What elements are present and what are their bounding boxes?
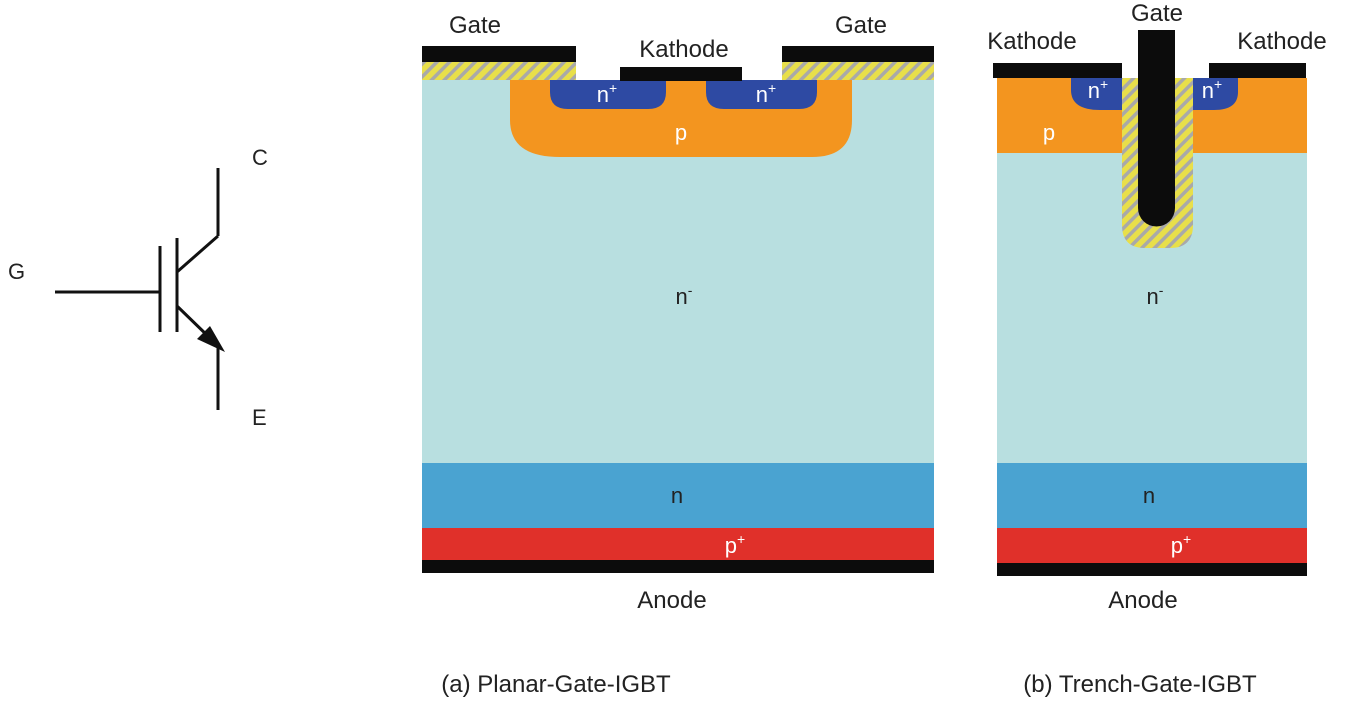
buffer-label: n bbox=[1143, 483, 1155, 508]
kathode-electrode bbox=[620, 67, 742, 81]
p-well-label: p bbox=[675, 120, 687, 145]
collector-region-label: p+ bbox=[1171, 531, 1191, 558]
anode-label: Anode bbox=[1108, 587, 1177, 614]
planar-caption: (a) Planar-Gate-IGBT bbox=[441, 671, 671, 698]
gate-electrode-right bbox=[782, 46, 934, 62]
anode-label: Anode bbox=[637, 587, 706, 614]
kathode-label-right: Kathode bbox=[1237, 28, 1326, 55]
kathode-label-left: Kathode bbox=[987, 28, 1076, 55]
n-plus-right bbox=[706, 80, 817, 109]
n-plus-left-label: n+ bbox=[597, 80, 617, 107]
gate-oxide-left bbox=[422, 62, 576, 80]
kathode-electrode-right bbox=[1209, 63, 1306, 78]
collector-label: C bbox=[252, 145, 268, 170]
drift-label: n- bbox=[1147, 282, 1164, 309]
kathode-label: Kathode bbox=[639, 36, 728, 63]
collector-region-label: p+ bbox=[725, 531, 745, 558]
collector-layer bbox=[997, 528, 1307, 563]
buffer-layer bbox=[422, 463, 934, 528]
n-plus-right bbox=[1190, 78, 1238, 110]
n-plus-right-label: n+ bbox=[756, 80, 776, 107]
anode-metal bbox=[997, 563, 1307, 576]
anode-metal bbox=[422, 560, 934, 573]
gate-label-right: Gate bbox=[835, 12, 887, 39]
n-plus-left bbox=[1071, 78, 1125, 110]
collector-diagonal bbox=[176, 234, 219, 274]
gate-label: G bbox=[8, 259, 25, 284]
drift-label: n- bbox=[676, 282, 693, 309]
kathode-electrode-left bbox=[993, 63, 1122, 78]
n-plus-left bbox=[550, 80, 666, 109]
n-plus-left-label: n+ bbox=[1088, 76, 1108, 103]
trench-gate-electrode bbox=[1138, 30, 1175, 227]
gate-label-left: Gate bbox=[449, 12, 501, 39]
buffer-label: n bbox=[671, 483, 683, 508]
planar-igbt: Gate Gate Kathode n+ n+ p n- n p+ Anode … bbox=[422, 12, 934, 698]
n-plus-right-label: n+ bbox=[1202, 76, 1222, 103]
p-well-label: p bbox=[1043, 120, 1055, 145]
gate-electrode-left bbox=[422, 46, 576, 62]
emitter-label: E bbox=[252, 405, 267, 430]
gate-oxide-right bbox=[782, 62, 934, 80]
igbt-symbol: C G E bbox=[8, 145, 268, 430]
trench-igbt: Gate Kathode Kathode n+ n+ p n- n p+ Ano… bbox=[987, 0, 1326, 698]
gate-label: Gate bbox=[1131, 0, 1183, 27]
collector-layer bbox=[422, 528, 934, 560]
trench-caption: (b) Trench-Gate-IGBT bbox=[1023, 671, 1257, 698]
buffer-layer bbox=[997, 463, 1307, 528]
